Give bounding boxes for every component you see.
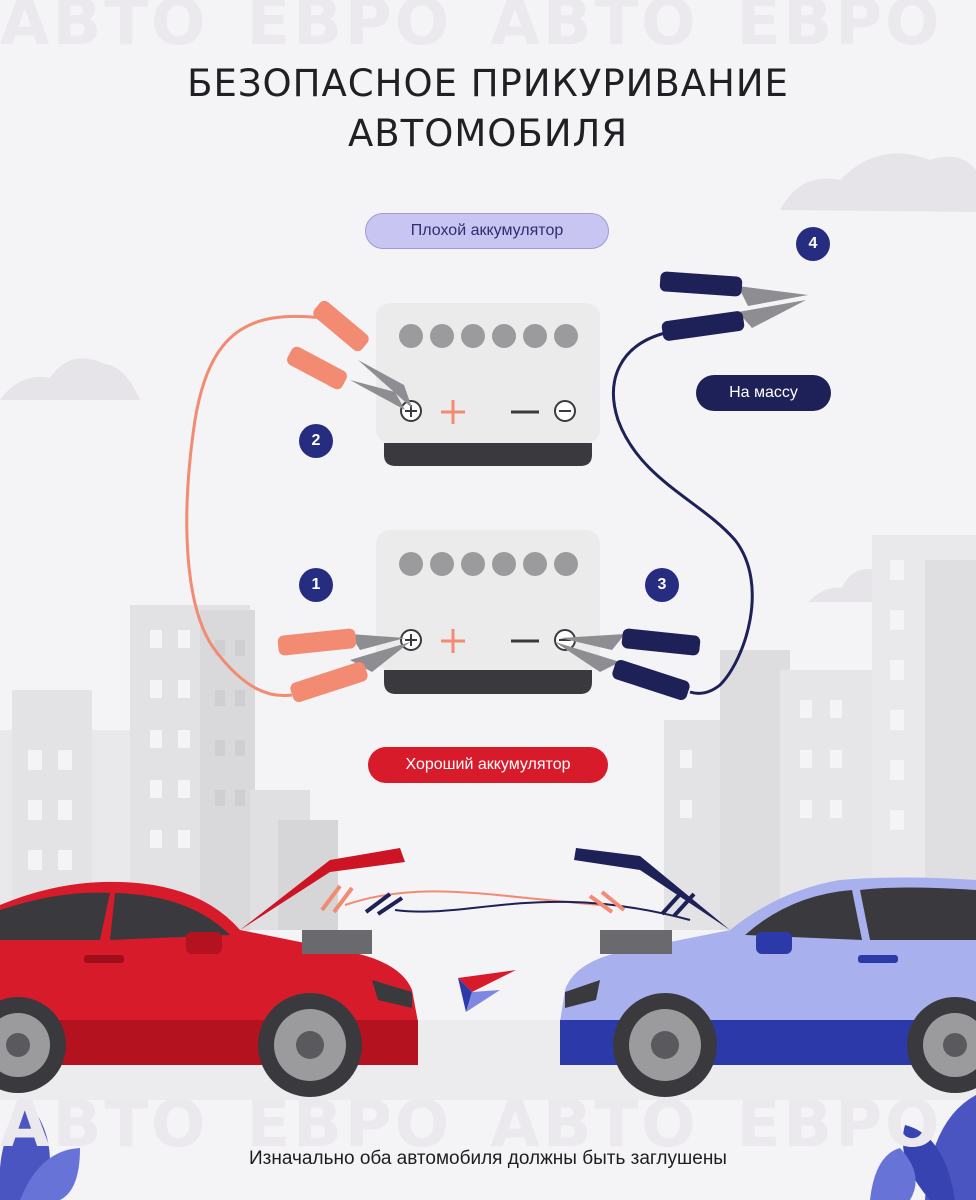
watermark-top: АВТО ЕВРО АВТО ЕВРО (0, 0, 976, 60)
positive-cable (185, 314, 323, 698)
step-badge-4: 4 (796, 227, 830, 261)
page-title: БЕЗОПАСНОЕ ПРИКУРИВАНИЕ (187, 62, 789, 105)
watermark-bottom: АВТО ЕВРО АВТО ЕВРО (0, 1088, 976, 1162)
clamp-icon (277, 628, 410, 703)
watermark-word: ЕВРО (736, 0, 943, 60)
step-badge-3: 3 (645, 568, 679, 602)
battery-icon (376, 303, 600, 466)
battery-icon (376, 530, 600, 694)
page-title-line2: АВТОМОБИЛЯ (347, 112, 629, 155)
ground-label: На массу (696, 375, 831, 411)
step-badge-2: 2 (299, 424, 333, 458)
bad-battery-label: Плохой аккумулятор (365, 213, 609, 249)
watermark-word: ЕВРО (246, 0, 453, 60)
plus-terminal-icon (400, 400, 465, 424)
blue-car-icon (560, 848, 976, 1097)
good-battery-label: Хороший аккумулятор (368, 747, 608, 783)
watermark-word: АВТО (490, 0, 699, 60)
car-cable-navy (394, 900, 691, 921)
minus-terminal-icon (511, 400, 576, 422)
clamp-icon (659, 271, 808, 341)
logo-icon (458, 970, 516, 1012)
plant-icon (0, 1095, 976, 1200)
watermark-word: ЕВРО (246, 1088, 453, 1162)
watermark-word: АВТО (490, 1088, 699, 1162)
watermark-word: АВТО (0, 0, 209, 60)
step-badge-1: 1 (299, 568, 333, 602)
watermark-word: ЕВРО (736, 1088, 943, 1162)
watermark-word: АВТО (0, 1088, 209, 1162)
footer-caption: Изначально оба автомобиля должны быть за… (249, 1148, 727, 1169)
city-skyline-icon (664, 535, 976, 930)
red-car-icon (0, 848, 418, 1097)
negative-cable (612, 331, 754, 695)
clamp-icon (287, 300, 412, 410)
clamp-icon (555, 628, 701, 701)
cloud-icon (0, 153, 976, 602)
